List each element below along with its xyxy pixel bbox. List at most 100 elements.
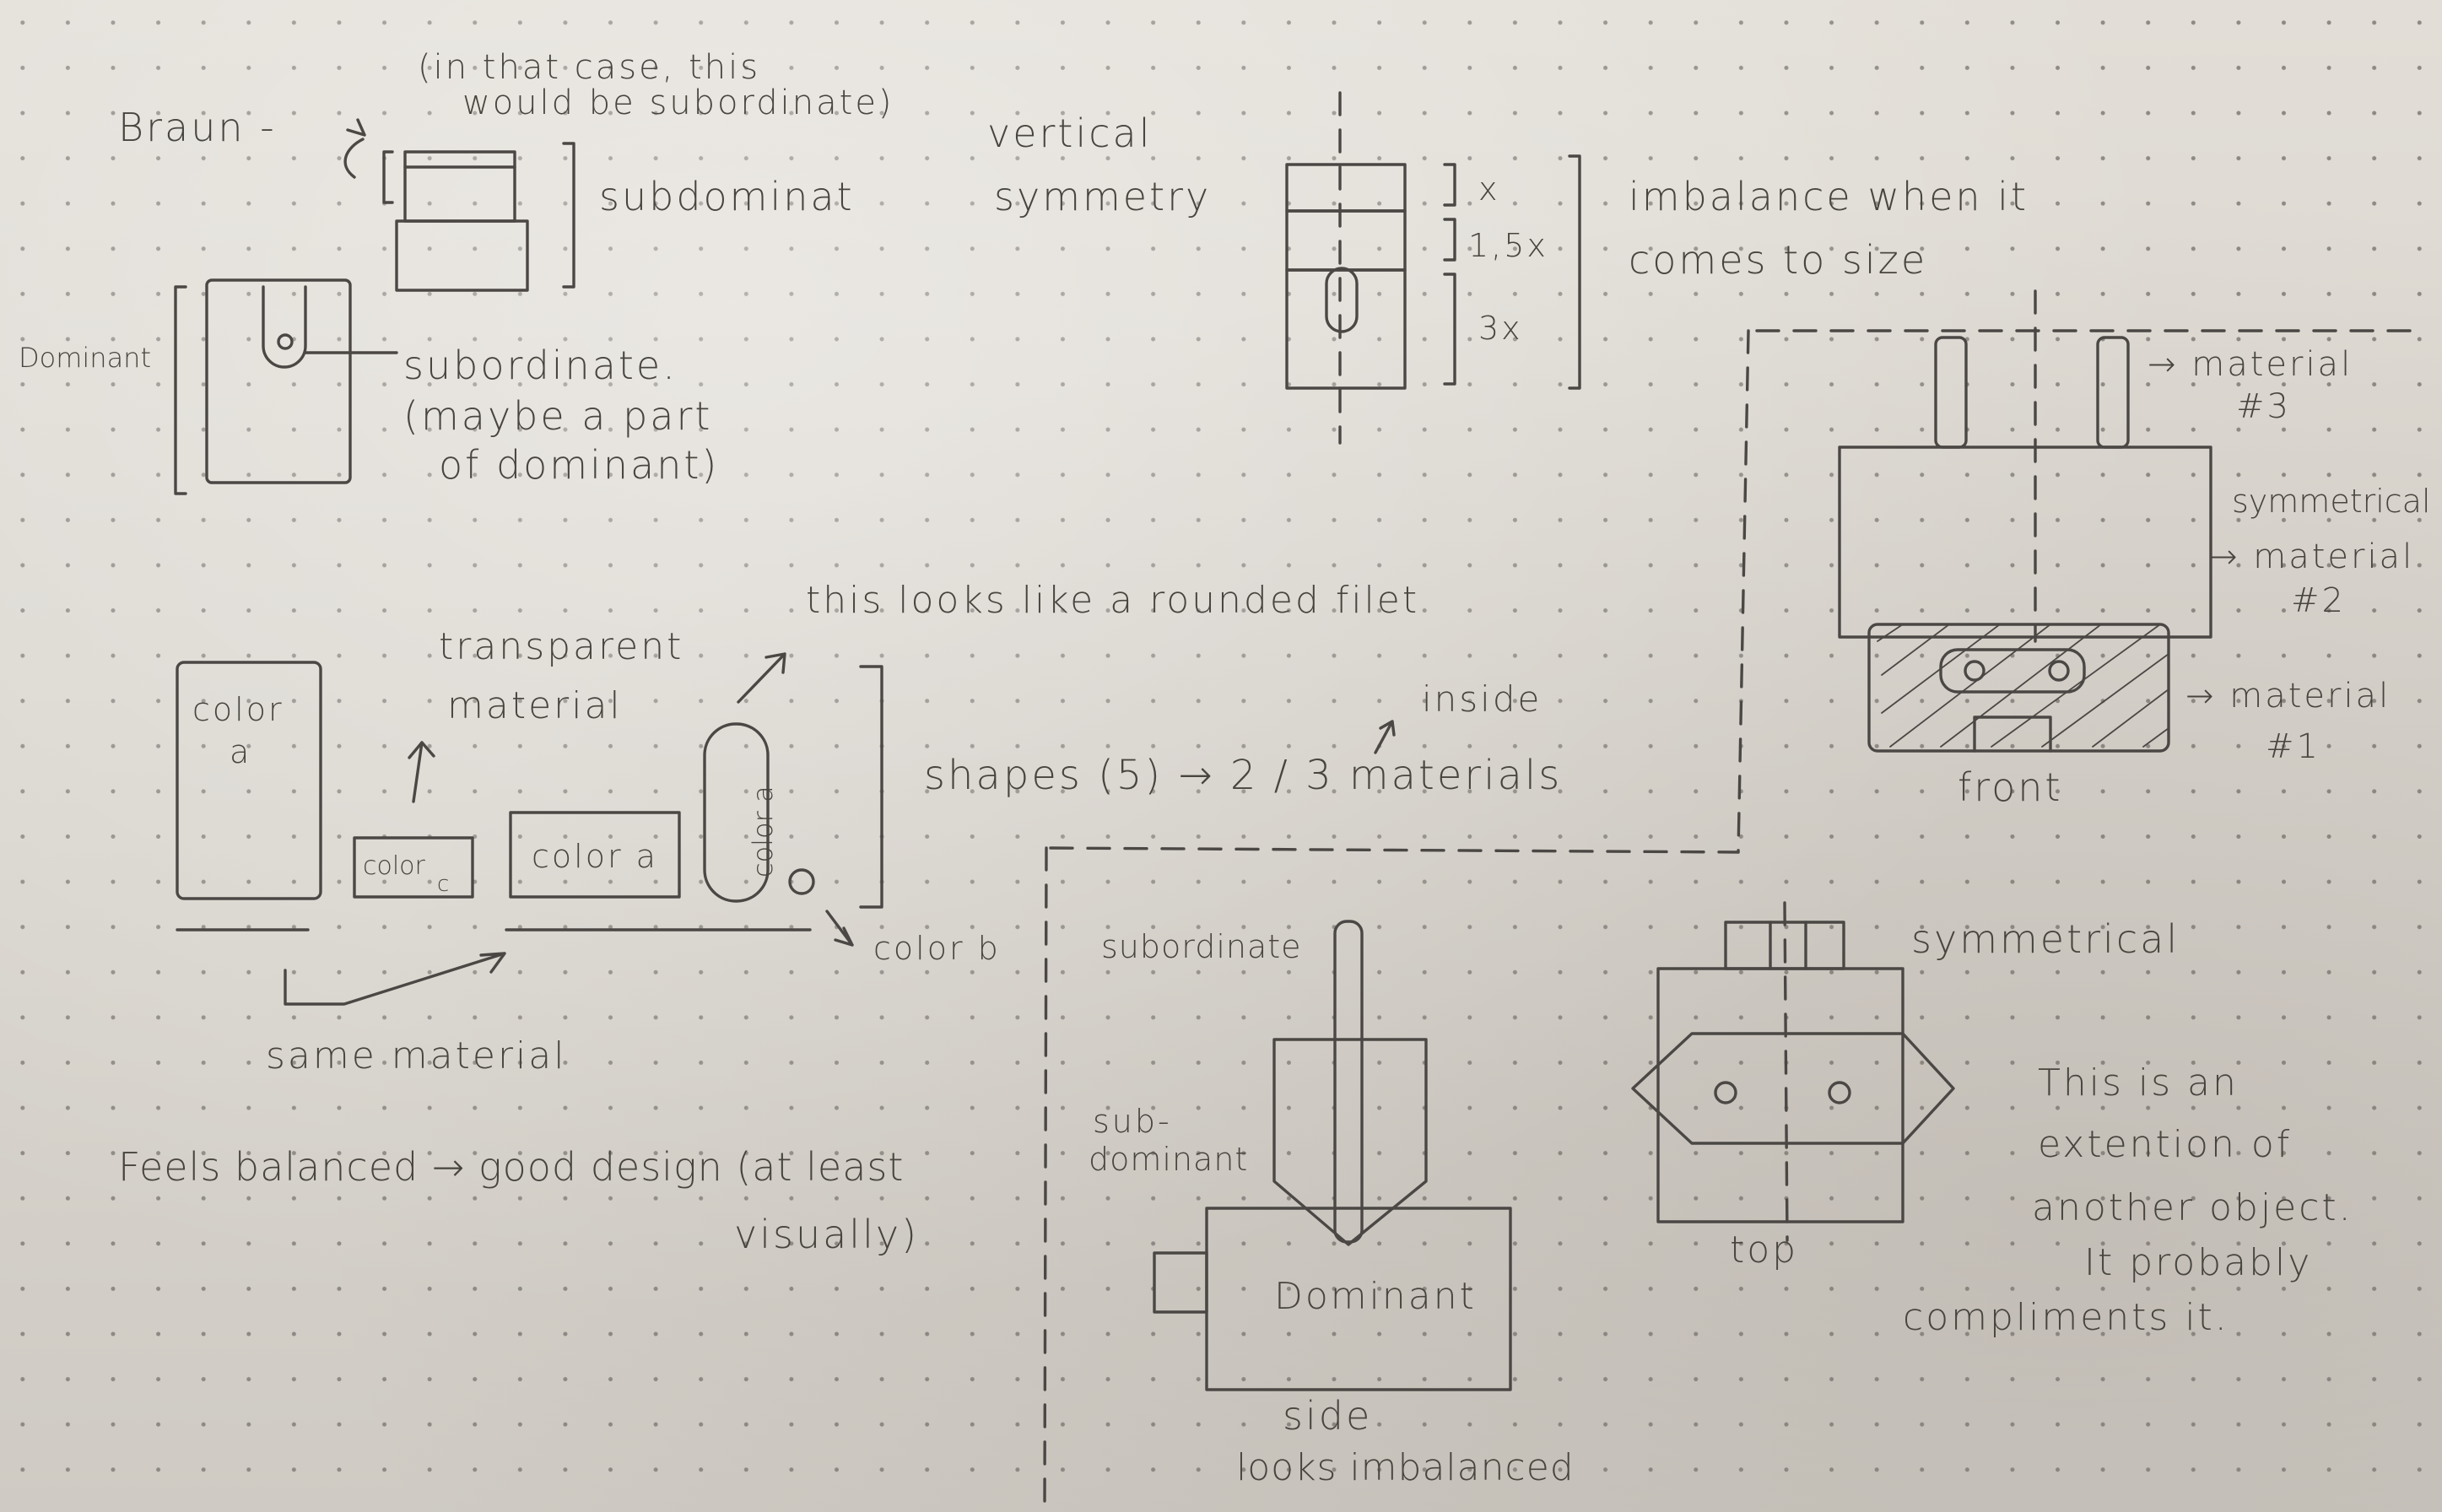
label-imbalance-1: imbalance when it (1629, 174, 2029, 219)
label-ratio-x: x (1478, 170, 1500, 208)
label-material3: → material (2148, 345, 2353, 384)
label-transparent-2: material (447, 684, 623, 727)
top-hole-left (1714, 1081, 1737, 1104)
inside-arrow (1374, 720, 1396, 754)
label-dominant: Dominant (19, 342, 151, 374)
label-side-dominant: Dominant (1274, 1275, 1477, 1318)
label-symmetrical-bottom: symmetrical (1911, 916, 2180, 962)
same-material-arrow (284, 952, 506, 1006)
label-color-a-box: color a (532, 838, 658, 875)
frame-mid-dash (1049, 846, 1740, 854)
front-socket-hole-left (1964, 660, 1985, 682)
label-extension-5: compliments it. (1903, 1296, 2229, 1339)
shape-color-a-vertical (703, 722, 770, 903)
label-color-a-1: color (192, 691, 284, 728)
shapes-bracket (859, 665, 883, 909)
bracket-right (562, 142, 575, 289)
label-material1-num: #1 (2266, 727, 2320, 766)
label-case-note-1: (in that case, this (418, 48, 761, 87)
label-material2: → material (2209, 537, 2415, 576)
label-material2-num: #2 (2291, 581, 2346, 620)
label-shapes: shapes (5) → 2 / 3 materials (924, 752, 1563, 799)
shape-color-a-tall (176, 661, 322, 900)
side-subdominant (1272, 1038, 1428, 1246)
sym-bracket-3x (1443, 273, 1456, 386)
side-pin (1333, 920, 1364, 1244)
braun-top-base (395, 219, 529, 292)
top-back-plate (1656, 967, 1904, 1223)
sym-box-mid (1285, 209, 1407, 272)
label-case-note-2: would be subordinate) (462, 84, 894, 122)
label-color-b: color b (873, 930, 1001, 967)
transparent-arrow (408, 741, 435, 803)
braun-arrowhead (346, 118, 366, 137)
label-rounded-filet: this looks like a rounded filet (806, 579, 1420, 622)
label-extension-3: another object. (2032, 1186, 2353, 1229)
label-balanced-2: visually) (734, 1212, 920, 1257)
frame-left-dash (1737, 329, 1750, 854)
front-socket-hole-right (2048, 660, 2070, 682)
label-color-a-2: a (230, 733, 252, 770)
label-symmetry: symmetry (994, 174, 1212, 219)
bracket-left (382, 150, 394, 204)
sym-pill (1325, 267, 1359, 333)
label-symmetrical-top: symmetrical (2232, 483, 2431, 520)
label-transparent-1: transparent (439, 625, 684, 668)
label-same-material: same material (266, 1034, 567, 1077)
shape-color-a-wide (509, 811, 681, 899)
label-braun: Braun - (118, 105, 277, 150)
side-tab (1153, 1251, 1208, 1314)
label-subordinate: subordinate. (403, 343, 678, 388)
sym-big-bracket (1568, 154, 1581, 390)
label-material3-num: #3 (2236, 387, 2291, 426)
braun-arrow (343, 138, 365, 179)
label-ratio-15x: 1,5x (1468, 227, 1548, 264)
front-body (1838, 446, 2212, 639)
label-side-subdominant-2: dominant (1089, 1141, 1249, 1178)
label-top: top (1730, 1228, 1799, 1272)
label-color-c: color (363, 851, 425, 881)
label-material1: → material (2185, 677, 2391, 716)
front-pin-right (2096, 336, 2130, 449)
label-maybe-part-1: (maybe a part (403, 393, 713, 439)
sym-box-top (1285, 163, 1407, 213)
label-extension-4: It probably (2084, 1241, 2313, 1284)
front-pin-left (1934, 336, 1968, 449)
top-hole-right (1828, 1081, 1851, 1104)
label-maybe-part-2: of dominant) (439, 442, 720, 488)
label-looks-imbalanced: looks imbalanced (1236, 1446, 1575, 1489)
sym-box-bottom (1285, 268, 1407, 390)
front-notch (1973, 716, 2052, 753)
dominant-dot (277, 333, 294, 350)
sym-bracket-x (1443, 163, 1456, 207)
top-axis (1783, 901, 1789, 1242)
label-vertical: vertical (987, 111, 1153, 156)
label-imbalance-2: comes to size (1629, 237, 1928, 283)
label-side-subordinate: subordinate (1101, 928, 1302, 965)
label-balanced-1: Feels balanced → good design (at least (118, 1144, 905, 1190)
label-ratio-3x: 3x (1478, 310, 1523, 347)
filet-arrow (737, 652, 786, 704)
dominant-bracket (174, 285, 187, 495)
front-socket (1939, 648, 2086, 694)
label-front: front (1958, 764, 2063, 810)
braun-top-cap (403, 150, 516, 223)
shape-color-b-circle (788, 868, 815, 895)
label-extension-2: extention of (2038, 1123, 2293, 1166)
color-b-arrow (825, 910, 854, 947)
label-color-c-sub: c (437, 872, 452, 897)
dominant-slot (262, 285, 307, 369)
front-base-hatch (1877, 624, 2169, 748)
label-extension-1: This is an (2038, 1061, 2239, 1104)
label-side: side (1283, 1393, 1373, 1439)
frame-side-dash (1043, 846, 1048, 1504)
top-hex (1631, 1032, 1955, 1145)
label-side-subdominant-1: sub- (1093, 1103, 1172, 1140)
label-subdominat: subdominat (599, 174, 855, 219)
shape-color-c (353, 836, 474, 899)
label-color-a-vertical: color a (747, 786, 779, 878)
label-inside: inside (1422, 678, 1542, 720)
sym-bracket-15x (1443, 218, 1456, 262)
dominant-body (205, 278, 352, 484)
